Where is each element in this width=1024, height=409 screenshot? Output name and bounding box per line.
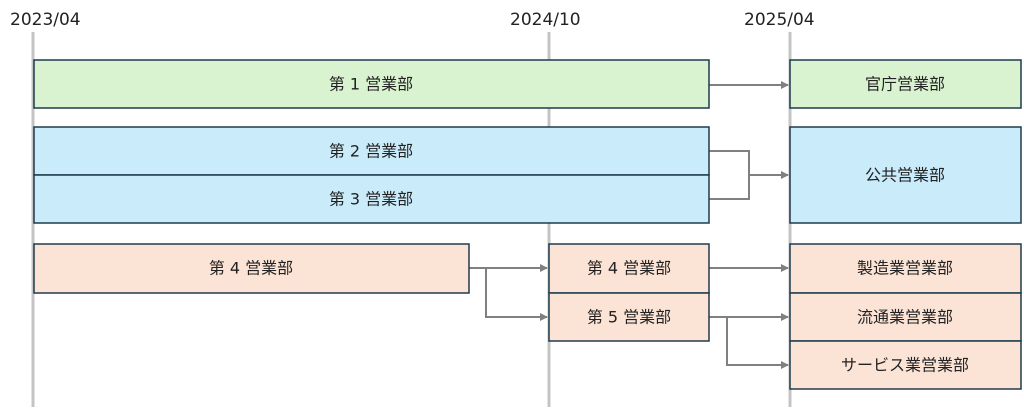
merge-dept2-dept3 [709,150,750,200]
box-dept1: 第 1 営業部 [33,59,710,109]
box-dept4-new: 第 4 営業部 [548,243,710,294]
box-public: 公共営業部 [789,126,1022,224]
box-dept4-old: 第 4 営業部 [33,243,470,294]
box-dept4-new-label: 第 4 営業部 [587,259,671,278]
box-dept2-label: 第 2 営業部 [329,142,413,161]
date-label-2025-04: 2025/04 [744,10,815,30]
date-label-2024-10: 2024/10 [510,10,581,30]
date-label-2023-04: 2023/04 [10,10,81,30]
box-distribution-label: 流通業営業部 [857,308,953,327]
arrow-dept5-to-service [726,317,789,369]
box-dept5: 第 5 営業部 [548,292,710,342]
box-service-label: サービス業営業部 [841,356,969,375]
arrow-dept4-to-dept5 [485,268,548,321]
box-service: サービス業営業部 [789,340,1022,390]
box-public-label: 公共営業部 [865,166,945,185]
box-dept5-label: 第 5 営業部 [587,308,671,327]
box-manufacturing-label: 製造業営業部 [857,259,953,278]
connectors [469,81,789,369]
box-government: 官庁営業部 [789,59,1022,109]
box-distribution: 流通業営業部 [789,292,1022,342]
box-government-label: 官庁営業部 [865,75,945,94]
box-dept1-label: 第 1 営業部 [329,75,413,94]
box-dept3: 第 3 営業部 [33,174,710,224]
box-dept2: 第 2 営業部 [33,126,710,176]
box-dept3-label: 第 3 営業部 [329,190,413,209]
box-dept4-old-label: 第 4 営業部 [209,259,293,278]
box-manufacturing: 製造業営業部 [789,243,1022,294]
